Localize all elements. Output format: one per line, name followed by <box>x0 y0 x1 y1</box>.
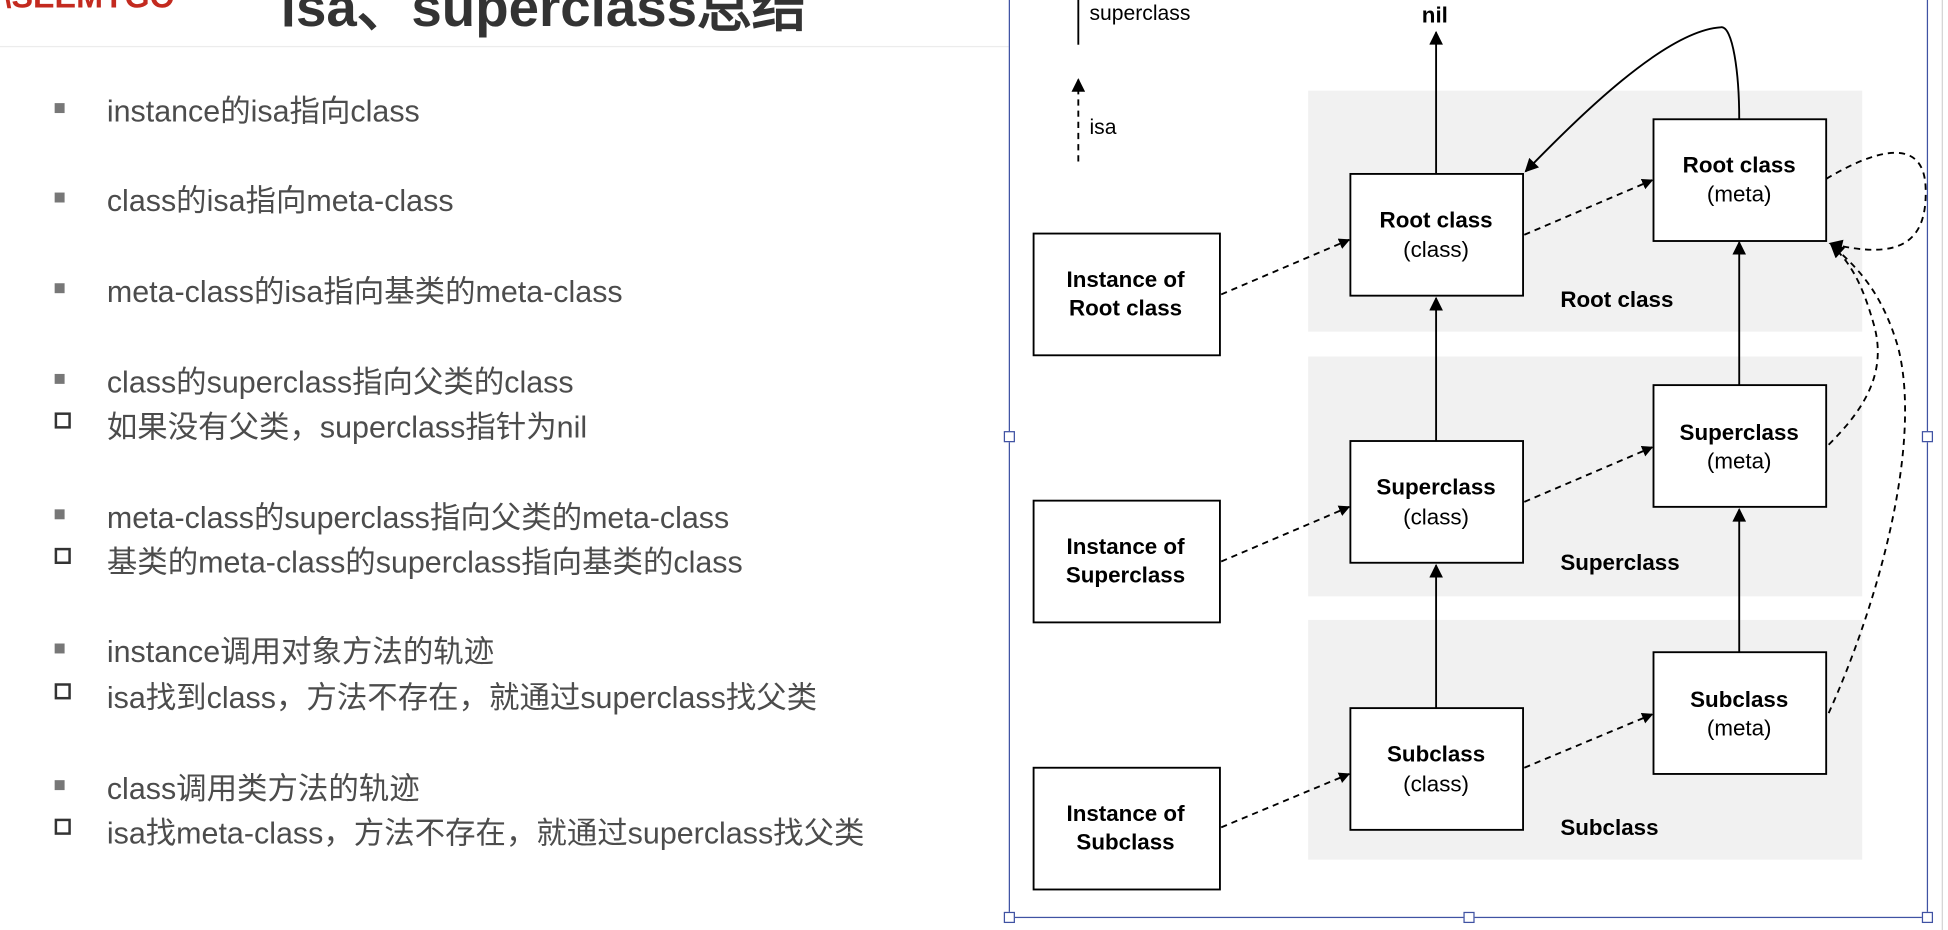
bullet-marker <box>54 283 65 294</box>
root-class-box: Root class (class) <box>1349 172 1524 297</box>
isa-arrow-super-class <box>1523 446 1654 503</box>
root-class-kind: (class) <box>1403 237 1469 262</box>
bullet-text: class的superclass指向父类的class <box>106 366 574 401</box>
bullet-marker <box>54 373 65 384</box>
band-label-root: Root class <box>1560 287 1673 312</box>
isa-arrow-root-class <box>1523 178 1654 236</box>
root-class-title: Root class <box>1380 207 1493 232</box>
resize-handle-right[interactable] <box>1921 431 1934 443</box>
nil-label: nil <box>1422 2 1448 27</box>
sub-bullet-marker <box>54 547 71 565</box>
isa-arrow-root-meta-loop <box>1825 151 1927 254</box>
instance-root-box: Instance of Root class <box>1032 232 1221 357</box>
subclass-class-kind: (class) <box>1403 771 1469 796</box>
superclass-meta-title: Superclass <box>1680 420 1799 445</box>
instance-sub-line2: Subclass <box>1076 830 1174 855</box>
bullet-text: meta-class的superclass指向父类的meta-class <box>106 501 730 536</box>
bullet-marker <box>54 509 65 520</box>
sub-bullet-text: isa找meta-class，方法不存在，就通过superclass找父类 <box>106 817 865 851</box>
bullet-text: instance调用对象方法的轨迹 <box>106 636 495 670</box>
title-bar <box>0 0 1009 48</box>
bullet-marker <box>54 643 65 654</box>
bullet-marker <box>54 103 65 114</box>
superclass-meta-kind: (meta) <box>1707 448 1772 473</box>
legend-superclass-label: superclass <box>1089 2 1190 25</box>
root-meta-superclass-arrow <box>1524 26 1741 173</box>
band-label-subclass: Subclass <box>1560 815 1658 840</box>
subclass-class-title: Subclass <box>1387 742 1485 767</box>
instance-root-line1: Instance of <box>1067 267 1186 292</box>
superclass-class-box: Superclass (class) <box>1349 440 1524 564</box>
sub-bullet-text: 基类的meta-class的superclass指向基类的class <box>106 546 743 581</box>
resize-handle-bottom-left[interactable] <box>1003 911 1015 924</box>
legend-isa-label: isa <box>1089 116 1116 139</box>
subclass-meta-box: Subclass (meta) <box>1652 651 1828 775</box>
bullet-text: instance的isa指向class <box>106 95 420 130</box>
isa-arrow-super-meta <box>1828 243 1879 446</box>
root-meta-kind: (meta) <box>1707 181 1772 206</box>
bullet-text: class调用类方法的轨迹 <box>106 772 420 807</box>
instance-super-box: Instance of Superclass <box>1032 499 1221 624</box>
instance-sub-box: Instance of Subclass <box>1032 766 1221 891</box>
subclass-class-box: Subclass (class) <box>1349 707 1524 831</box>
resize-handle-bottom-right[interactable] <box>1921 911 1934 924</box>
instance-super-line2: Superclass <box>1066 563 1185 588</box>
instance-root-line2: Root class <box>1069 296 1182 321</box>
isa-arrow-sub-instance <box>1220 772 1351 829</box>
isa-arrow-root-instance <box>1220 238 1351 296</box>
sub-bullet-marker <box>54 412 71 429</box>
editor-edge <box>1941 0 1943 930</box>
resize-handle-bottom[interactable] <box>1463 911 1475 924</box>
superclass-class-title: Superclass <box>1376 474 1495 499</box>
bullet-marker <box>54 780 65 791</box>
root-meta-box: Root class (meta) <box>1652 118 1828 242</box>
resize-handle-left[interactable] <box>1003 431 1015 443</box>
page-title: isa、superclass总结 <box>280 0 807 39</box>
superclass-meta-box: Superclass (meta) <box>1652 384 1828 508</box>
bullet-text: meta-class的isa指向基类的meta-class <box>106 275 623 310</box>
isa-arrow-sub-meta <box>1827 243 1907 714</box>
instance-super-line1: Instance of <box>1067 534 1186 559</box>
sub-bullet-marker <box>54 818 71 835</box>
isa-arrow-super-instance <box>1220 505 1351 563</box>
subclass-meta-title: Subclass <box>1690 687 1788 712</box>
superclass-class-kind: (class) <box>1403 504 1469 529</box>
root-meta-title: Root class <box>1683 153 1796 178</box>
logo-text: \SEEMYGO <box>2 0 174 15</box>
sub-bullet-marker <box>54 683 71 700</box>
brand-logo: \SEEMYGO <box>2 0 174 16</box>
isa-arrow-sub-class <box>1523 713 1654 769</box>
subclass-meta-kind: (meta) <box>1707 715 1772 740</box>
bullet-marker <box>54 192 65 203</box>
sub-bullet-text: 如果没有父类，superclass指针为nil <box>106 411 588 445</box>
instance-sub-line1: Instance of <box>1067 801 1186 826</box>
sub-bullet-text: isa找到class，方法不存在，就通过superclass找父类 <box>106 682 818 716</box>
bullet-text: class的isa指向meta-class <box>106 185 454 219</box>
band-label-superclass: Superclass <box>1560 550 1679 575</box>
